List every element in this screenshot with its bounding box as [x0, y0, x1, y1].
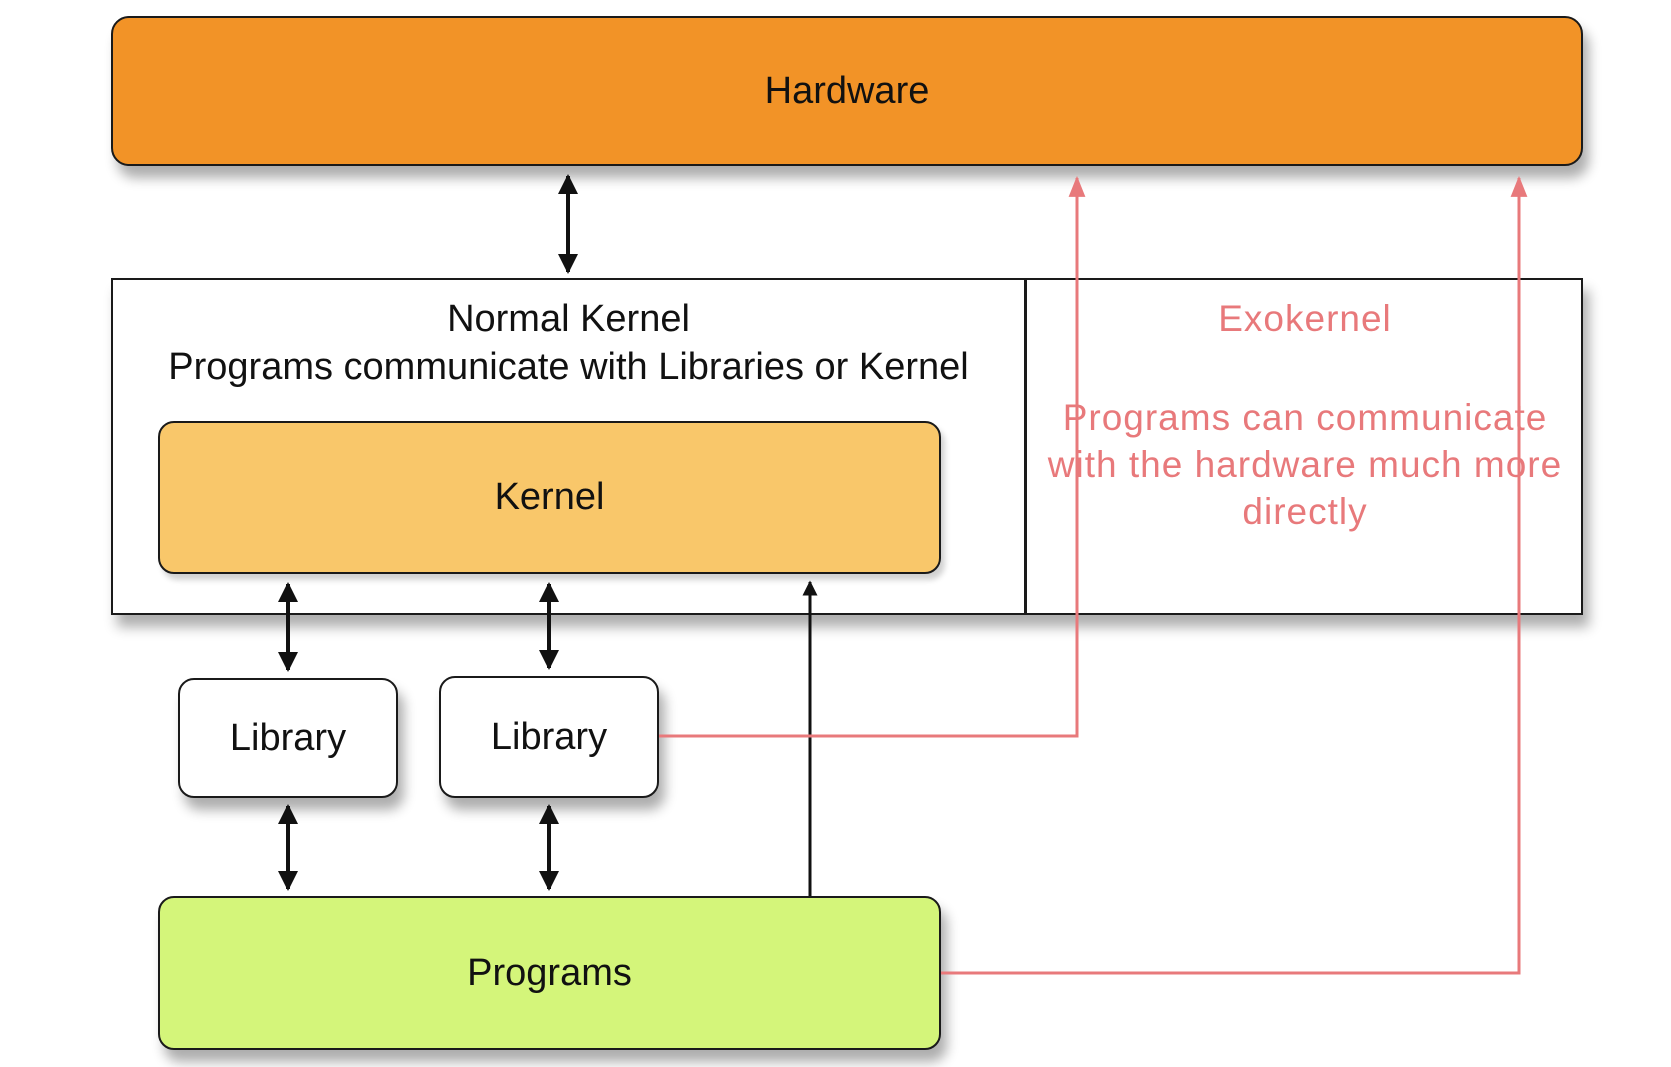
normal-kernel-heading: Normal Kernel Programs communicate with …: [113, 295, 1024, 391]
library-label-1: Library: [229, 716, 347, 759]
library-hardware-exokernel-path: [659, 175, 1086, 738]
library-box-1: Library: [178, 678, 398, 798]
frame-divider: [1024, 280, 1027, 613]
programs-box: Programs: [158, 896, 941, 1050]
programs-label: Programs: [467, 951, 632, 994]
programs-hardware-exokernel-path: [941, 175, 1528, 975]
normal-kernel-subtitle: Programs communicate with Libraries or K…: [168, 346, 969, 388]
library-label-2: Library: [490, 715, 608, 758]
normal-kernel-title: Normal Kernel: [447, 298, 690, 340]
hardware-box: Hardware: [111, 16, 1583, 166]
exokernel-title: Exokernel: [1218, 298, 1392, 339]
exokernel-description: Programs can communicate with the hardwa…: [1047, 397, 1563, 532]
hardware-label: Hardware: [764, 69, 930, 112]
kernel-box: Kernel: [158, 421, 941, 574]
kernel-label: Kernel: [494, 476, 605, 518]
library-box-2: Library: [439, 676, 659, 798]
